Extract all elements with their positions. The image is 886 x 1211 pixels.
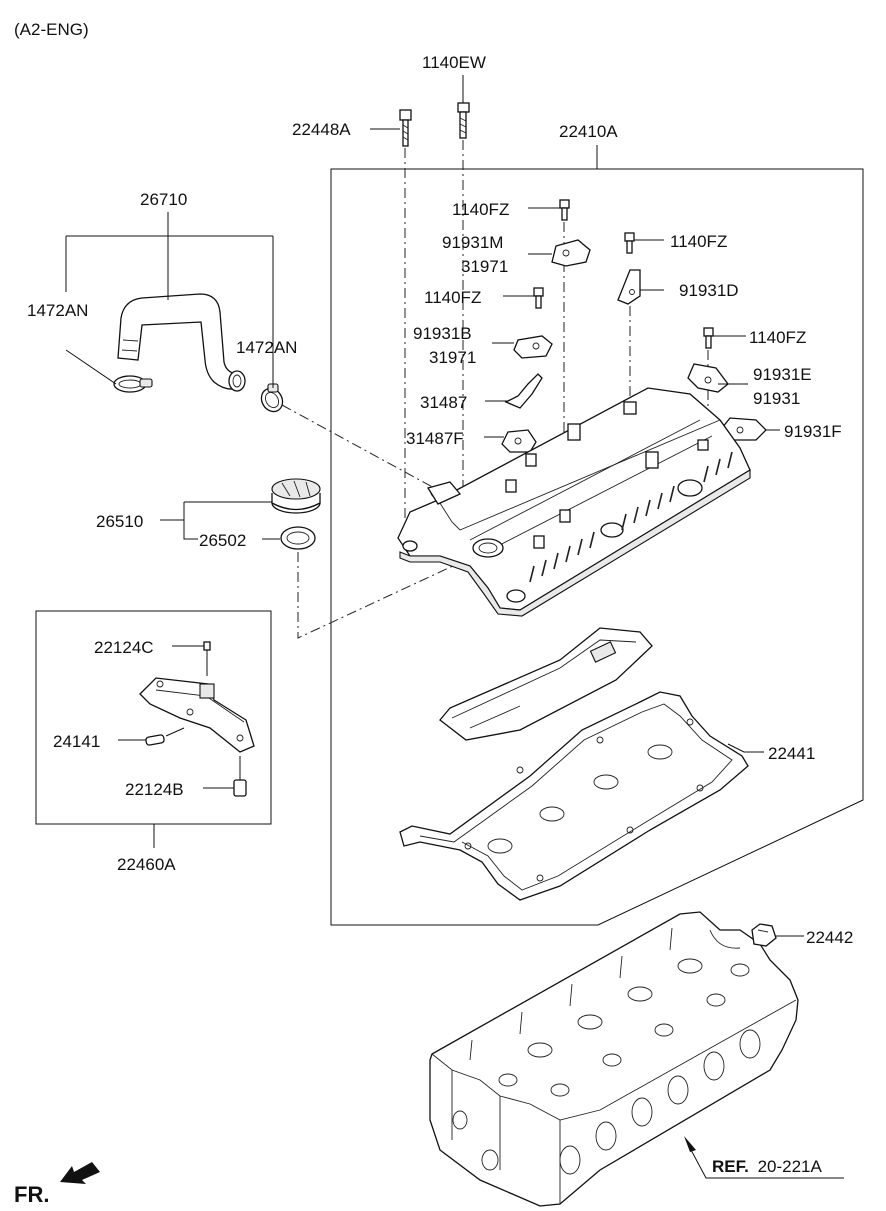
label-22410A: 22410A <box>559 122 618 141</box>
front-direction-arrow-icon <box>60 1162 100 1184</box>
label-1472AN-right: 1472AN <box>236 338 297 357</box>
hose-clamp-left <box>113 375 153 393</box>
reference-code: 20-221A <box>758 1157 823 1176</box>
bolt-1140EW <box>457 102 470 139</box>
reference-prefix: REF. <box>712 1157 749 1176</box>
label-91931F: 91931F <box>784 422 842 441</box>
label-31487F: 31487F <box>406 429 464 448</box>
label-22441: 22441 <box>768 744 815 763</box>
label-26510: 26510 <box>96 512 143 531</box>
label-91931E: 91931E <box>753 365 812 384</box>
label-31487: 31487 <box>420 393 467 412</box>
rocker-cover-ribs <box>529 451 733 583</box>
hose-clamp-right <box>260 383 284 413</box>
bracket-31487 <box>504 373 543 409</box>
label-1140EW: 1140EW <box>422 53 486 72</box>
dash-seal-to-cover <box>297 552 471 639</box>
label-91931D: 91931D <box>679 281 739 300</box>
engine-code-label: (A2-ENG) <box>14 20 89 39</box>
ref-arrow-icon <box>684 1136 696 1152</box>
label-26502: 26502 <box>199 531 246 550</box>
bolt-22448A <box>399 109 412 147</box>
bolt-1140FZ-d <box>703 327 714 349</box>
cylinder-head-ports <box>452 1029 761 1175</box>
label-26710: 26710 <box>140 190 187 209</box>
bolt-1140FZ-c <box>533 287 544 309</box>
filler-cap-seal <box>280 526 316 550</box>
label-1140FZ-b: 1140FZ <box>670 232 727 251</box>
label-1472AN-left: 1472AN <box>27 301 88 320</box>
cam-cap-plug <box>751 923 777 947</box>
bracket-91931D <box>617 269 641 305</box>
label-22448A: 22448A <box>292 120 351 139</box>
label-24141: 24141 <box>53 732 100 751</box>
leader-ref <box>689 1147 844 1179</box>
label-31971-b: 31971 <box>429 348 476 367</box>
rocker-cover-assembly-frame <box>330 168 864 926</box>
gasket-spark-plug-seals <box>464 718 704 882</box>
pcv-module <box>139 641 255 797</box>
reference-label: REF. 20-221A <box>712 1157 823 1176</box>
cylinder-head-bores <box>498 958 750 1097</box>
label-22124C: 22124C <box>94 638 154 657</box>
label-22460A: 22460A <box>117 855 176 874</box>
label-22442: 22442 <box>806 928 853 947</box>
leader-26710 <box>65 212 274 385</box>
bracket-91931B <box>513 335 553 359</box>
label-91931: 91931 <box>753 389 800 408</box>
rocker-cover <box>397 387 751 617</box>
label-91931M: 91931M <box>442 233 503 252</box>
rocker-cover-gasket <box>399 691 749 901</box>
breather-hose <box>117 293 246 392</box>
label-22124B: 22124B <box>125 780 184 799</box>
front-direction-label: FR. <box>14 1182 49 1207</box>
bracket-91931M <box>551 239 591 267</box>
bolt-1140FZ-b <box>624 232 635 254</box>
dash-hose-to-cover <box>281 404 439 491</box>
label-1140FZ-c: 1140FZ <box>424 288 481 307</box>
label-1140FZ-a: 1140FZ <box>452 200 509 219</box>
bracket-31487F <box>501 429 537 453</box>
leader-22441 <box>727 743 764 753</box>
oil-filler-cap <box>271 478 321 514</box>
oil-separator-baffle <box>439 627 653 741</box>
label-91931B: 91931B <box>413 324 472 343</box>
label-1140FZ-d: 1140FZ <box>749 328 806 347</box>
cylinder-head <box>429 911 799 1207</box>
bracket-91931E <box>687 363 729 393</box>
leader-26510 <box>160 501 272 540</box>
leader-1472AN-left <box>65 349 117 385</box>
label-31971-a: 31971 <box>461 257 508 276</box>
bolt-1140FZ-a <box>559 199 570 221</box>
